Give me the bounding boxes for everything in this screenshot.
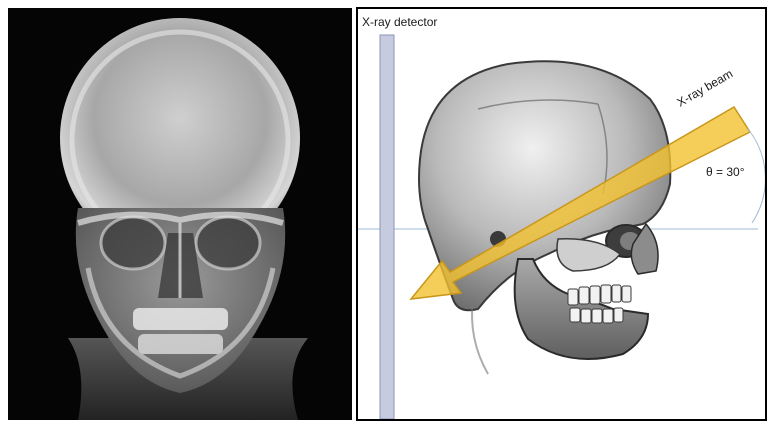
detector-label: X-ray detector [362,15,437,29]
skull-radiograph [8,8,352,420]
skull-radiograph-panel [8,8,352,420]
projection-diagram-panel: X-ray detector [356,7,767,421]
xray-detector-bar [380,35,394,419]
angle-label: θ = 30° [706,165,745,179]
angle-arc [748,129,765,223]
beam-label: X-ray beam [675,66,736,109]
projection-diagram: X-ray detector [358,9,765,419]
